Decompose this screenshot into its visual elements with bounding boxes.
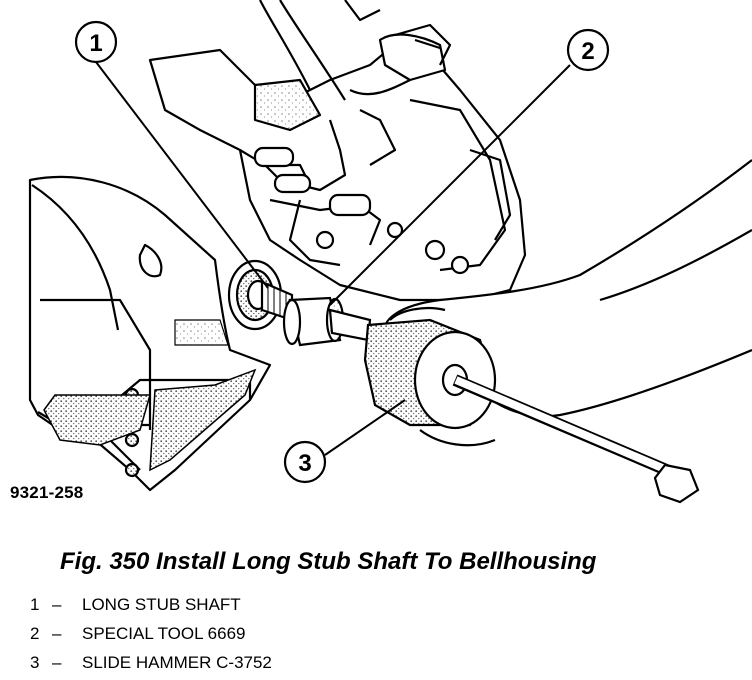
bellhousing-shading [43, 319, 257, 472]
callout-3: 3 [283, 399, 406, 484]
illustration: 1 2 3 [28, 0, 752, 504]
legend-item: 2– SPECIAL TOOL 6669 [30, 619, 272, 648]
callout-2: 2 [329, 28, 610, 306]
slide-hammer [363, 318, 700, 504]
bellhousing [28, 175, 272, 492]
legend-label: SPECIAL TOOL 6669 [82, 624, 246, 643]
legend-separator: – [52, 624, 62, 643]
legend-label: LONG STUB SHAFT [82, 595, 241, 614]
legend-number: 1 [30, 595, 40, 614]
legend-label: SLIDE HAMMER C-3752 [82, 653, 272, 672]
callout-3-number: 3 [298, 450, 311, 477]
legend-number: 3 [30, 653, 40, 672]
callout-2-number: 2 [581, 38, 594, 65]
legend-item: 3– SLIDE HAMMER C-3752 [30, 648, 272, 677]
callout-1: 1 [74, 20, 269, 289]
legend-separator: – [52, 653, 62, 672]
engine-components [148, 0, 527, 302]
figure-caption: Fig. 350 Install Long Stub Shaft To Bell… [60, 548, 597, 575]
callout-1-number: 1 [89, 30, 102, 57]
legend-separator: – [52, 595, 62, 614]
figure-id: 9321-258 [10, 483, 84, 502]
legend-item: 1– LONG STUB SHAFT [30, 590, 272, 619]
legend-number: 2 [30, 624, 40, 643]
special-tool [282, 296, 372, 347]
legend: 1–LONG STUB SHAFT 2–SPECIAL TOOL 6669 3–… [30, 590, 272, 677]
